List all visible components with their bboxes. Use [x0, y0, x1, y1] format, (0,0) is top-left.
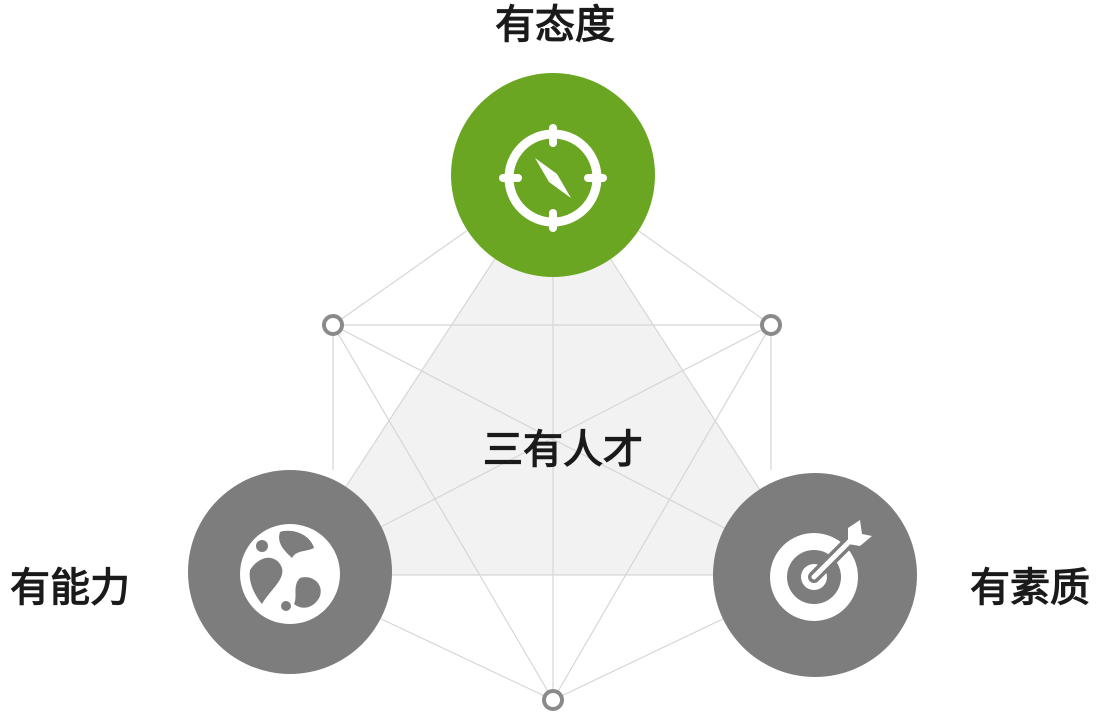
node-bottom: [542, 689, 564, 711]
pillar-ability: 有能力: [10, 470, 392, 674]
pillar-ability-label: 有能力: [10, 565, 130, 611]
compass-icon: [499, 124, 607, 232]
pillar-attitude: 有态度: [451, 2, 655, 277]
globe-icon: [240, 524, 340, 624]
pillar-attitude-label: 有态度: [495, 2, 615, 48]
center-label: 三有人才: [483, 427, 643, 473]
target-icon: [770, 520, 872, 621]
pillar-quality: 有素质: [713, 473, 1090, 677]
pillar-quality-label: 有素质: [970, 565, 1090, 611]
node-top-right: [760, 314, 782, 336]
node-top-left: [322, 314, 344, 336]
